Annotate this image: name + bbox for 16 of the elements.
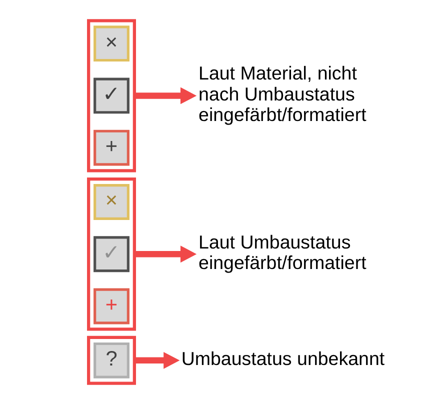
node-box: ?: [93, 342, 129, 378]
arrow: [134, 246, 196, 263]
node-box: ×: [93, 184, 129, 220]
node-text: Laut Umbaustatus eingefärbt/formatiert: [198, 231, 366, 274]
node-box: ×: [93, 26, 129, 62]
cluster: [86, 336, 136, 385]
cluster: [86, 19, 136, 172]
node-text: Laut Material, nicht nach Umbaustatus eingefärbt/formatiert: [198, 62, 366, 126]
node-box: +: [93, 288, 129, 324]
arrow: [134, 352, 180, 369]
node-text: Umbaustatus unbekannt: [180, 348, 384, 370]
cluster: [86, 178, 136, 331]
node-box: ✓: [93, 78, 129, 114]
node-box: +: [93, 130, 129, 166]
arrow: [134, 87, 196, 104]
node-box: ✓: [93, 236, 129, 272]
